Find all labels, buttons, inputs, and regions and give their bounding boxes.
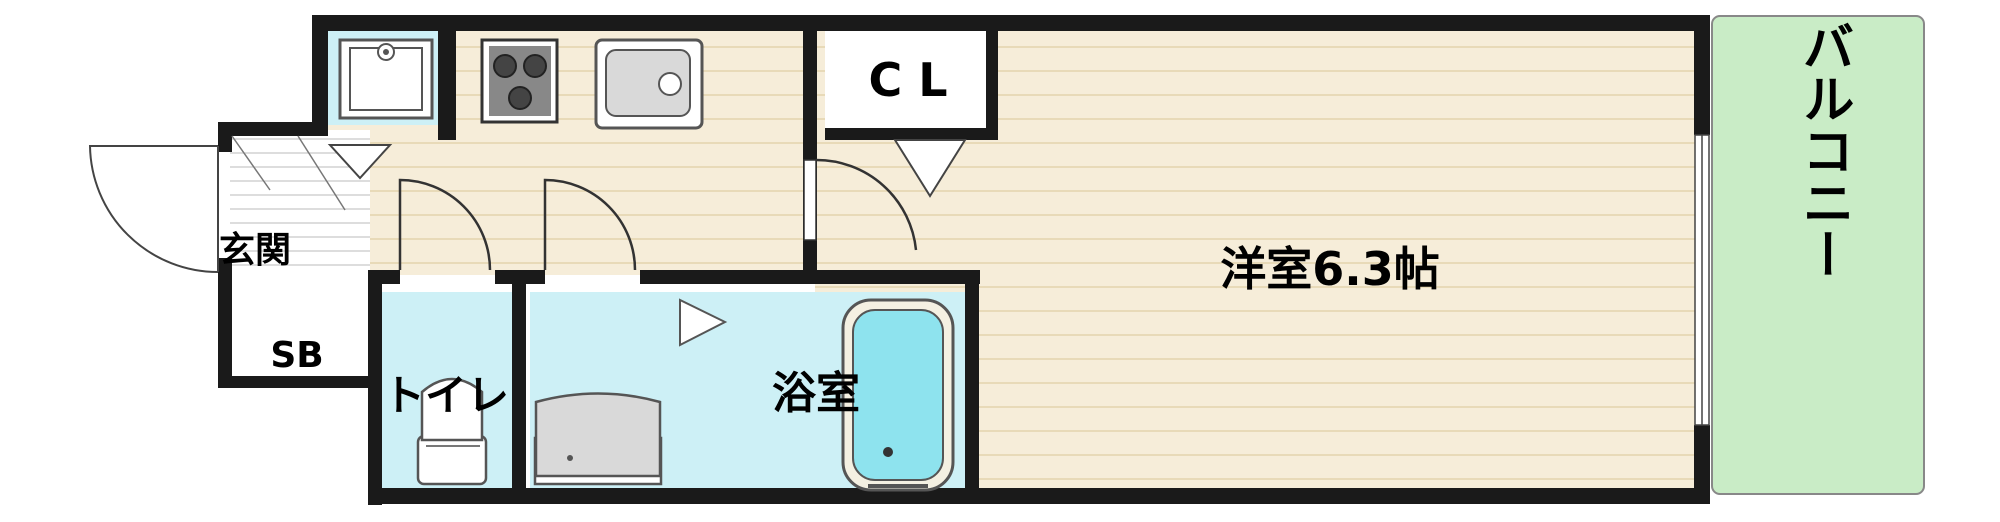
toilet-door-swing <box>398 178 492 271</box>
shoe-box-floor <box>232 325 362 379</box>
balcony-label: バルコニー <box>1793 20 1853 280</box>
entrance-label: 玄関 <box>219 230 291 271</box>
closet-marker <box>893 139 967 198</box>
washer-icon <box>338 38 434 120</box>
toilet-label: トイレ <box>383 371 509 420</box>
bath-door-swing <box>679 298 728 347</box>
room-door-swing <box>815 158 918 251</box>
stove-icon <box>480 38 559 124</box>
western-room-label: 洋室6.3帖 <box>1220 242 1440 296</box>
closet-label: C L <box>868 53 947 107</box>
balcony-floor <box>1711 15 1925 495</box>
washbasin-icon <box>533 392 663 486</box>
walls <box>218 15 1710 505</box>
bathroom-label: 浴室 <box>772 368 860 419</box>
doorway-opening <box>803 159 817 241</box>
shoe-box-label: SB <box>270 335 323 376</box>
closet-floor <box>825 30 990 130</box>
kitchen-marker <box>327 144 393 180</box>
washroom-door-swing <box>543 178 637 271</box>
bathtub-icon <box>841 298 955 492</box>
entrance-door-swing <box>88 145 219 273</box>
sink-icon <box>594 38 704 130</box>
toilet-icon <box>416 377 488 486</box>
